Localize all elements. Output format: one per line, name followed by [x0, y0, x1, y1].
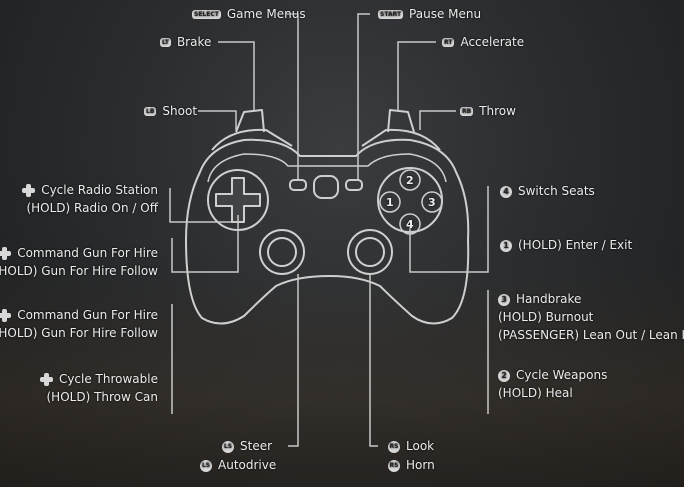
left-stick-press-icon: LS — [200, 459, 212, 472]
right-stick-inner — [355, 237, 385, 267]
face-button-2: 2 — [406, 174, 414, 187]
select-icon: SELECT — [192, 10, 221, 19]
radio-line2: (HOLD) Radio On / Off — [26, 201, 158, 215]
dpad-left-icon — [0, 247, 12, 260]
left-bumper — [211, 128, 293, 151]
horn-text: Horn — [406, 458, 435, 472]
dpad-shape — [215, 177, 261, 223]
switch-seats-label: 4 Switch Seats — [500, 184, 595, 199]
shoot-label: LB Shoot — [144, 104, 197, 119]
game-menus-text: Game Menus — [226, 7, 306, 21]
enter-exit-text: (HOLD) Enter / Exit — [518, 238, 633, 252]
dpad-right-icon — [0, 309, 12, 322]
brake-text: Brake — [176, 35, 212, 49]
face-button-4: 4 — [406, 218, 414, 231]
controller-body — [185, 138, 470, 325]
brake-label: LT Brake — [160, 35, 211, 50]
throw-label: RB Throw — [460, 104, 516, 119]
right-trigger — [387, 109, 415, 133]
lb-icon: LB — [144, 107, 157, 116]
pause-menu-label: START Pause Menu — [378, 7, 481, 22]
gun-hire-2-line1: Command Gun For Hire — [17, 308, 158, 322]
right-bumper — [361, 128, 441, 151]
shoot-text: Shoot — [162, 104, 198, 118]
gun-hire-1-label: Command Gun For Hire (HOLD) Gun For Hire… — [0, 246, 158, 279]
radio-line1: Cycle Radio Station — [41, 183, 158, 197]
handbrake-line2: (HOLD) Burnout — [498, 310, 594, 324]
enter-exit-label: 1 (HOLD) Enter / Exit — [500, 238, 632, 253]
autodrive-text: Autodrive — [218, 458, 277, 472]
handbrake-line3: (PASSENGER) Lean Out / Lean In — [498, 328, 684, 342]
button-2-icon: 2 — [498, 369, 510, 382]
button-1-icon: 1 — [500, 239, 512, 252]
handbrake-label: 3 Handbrake (HOLD) Burnout (PASSENGER) Le… — [498, 292, 684, 343]
start-button — [345, 179, 363, 191]
gun-hire-2-line2: (HOLD) Gun For Hire Follow — [0, 326, 158, 340]
left-trigger — [235, 109, 265, 133]
game-menus-label: SELECT Game Menus — [192, 7, 306, 22]
button-3-icon: 3 — [498, 293, 510, 306]
left-stick-icon: LS — [222, 440, 234, 453]
throwable-line1: Cycle Throwable — [58, 372, 158, 386]
look-text: Look — [406, 439, 435, 453]
face-button-3: 3 — [428, 196, 436, 209]
gun-hire-1-line1: Command Gun For Hire — [17, 246, 158, 260]
rt-icon: RT — [442, 38, 455, 47]
accelerate-label: RT Accelerate — [442, 35, 524, 50]
weapons-line1: Cycle Weapons — [516, 368, 608, 382]
autodrive-label: LS Autodrive — [200, 458, 276, 473]
throw-text: Throw — [479, 104, 516, 118]
left-stick-outer — [259, 229, 305, 275]
rb-icon: RB — [460, 107, 474, 116]
right-stick-press-icon: RS — [388, 459, 400, 472]
weapons-line2: (HOLD) Heal — [498, 386, 573, 400]
select-button — [289, 179, 307, 191]
dpad-icon — [22, 184, 36, 197]
throwable-label: Cycle Throwable (HOLD) Throw Can — [39, 372, 159, 405]
lt-icon: LT — [160, 38, 171, 47]
weapons-label: 2 Cycle Weapons (HOLD) Heal — [498, 368, 607, 401]
throwable-line2: (HOLD) Throw Can — [46, 390, 159, 404]
button-4-icon: 4 — [500, 185, 512, 198]
steer-label: LS Steer — [222, 439, 272, 454]
start-icon: START — [378, 10, 404, 19]
look-label: RS Look — [388, 439, 434, 454]
pause-menu-text: Pause Menu — [409, 7, 482, 21]
handbrake-line1: Handbrake — [516, 292, 582, 306]
switch-seats-text: Switch Seats — [518, 184, 595, 198]
right-stick-icon: RS — [388, 440, 400, 453]
left-stick-inner — [267, 237, 297, 267]
horn-label: RS Horn — [388, 458, 435, 473]
accelerate-text: Accelerate — [460, 35, 525, 49]
radio-label: Cycle Radio Station (HOLD) Radio On / Of… — [22, 183, 158, 216]
home-button — [313, 175, 339, 199]
background-haze — [0, 260, 684, 487]
steer-text: Steer — [240, 439, 273, 453]
face-button-1: 1 — [386, 196, 394, 209]
dpad-down-icon — [39, 373, 53, 386]
gun-hire-1-line2: (HOLD) Gun For Hire Follow — [0, 264, 158, 278]
right-stick-outer — [347, 229, 393, 275]
gun-hire-2-label: Command Gun For Hire (HOLD) Gun For Hire… — [0, 308, 158, 341]
